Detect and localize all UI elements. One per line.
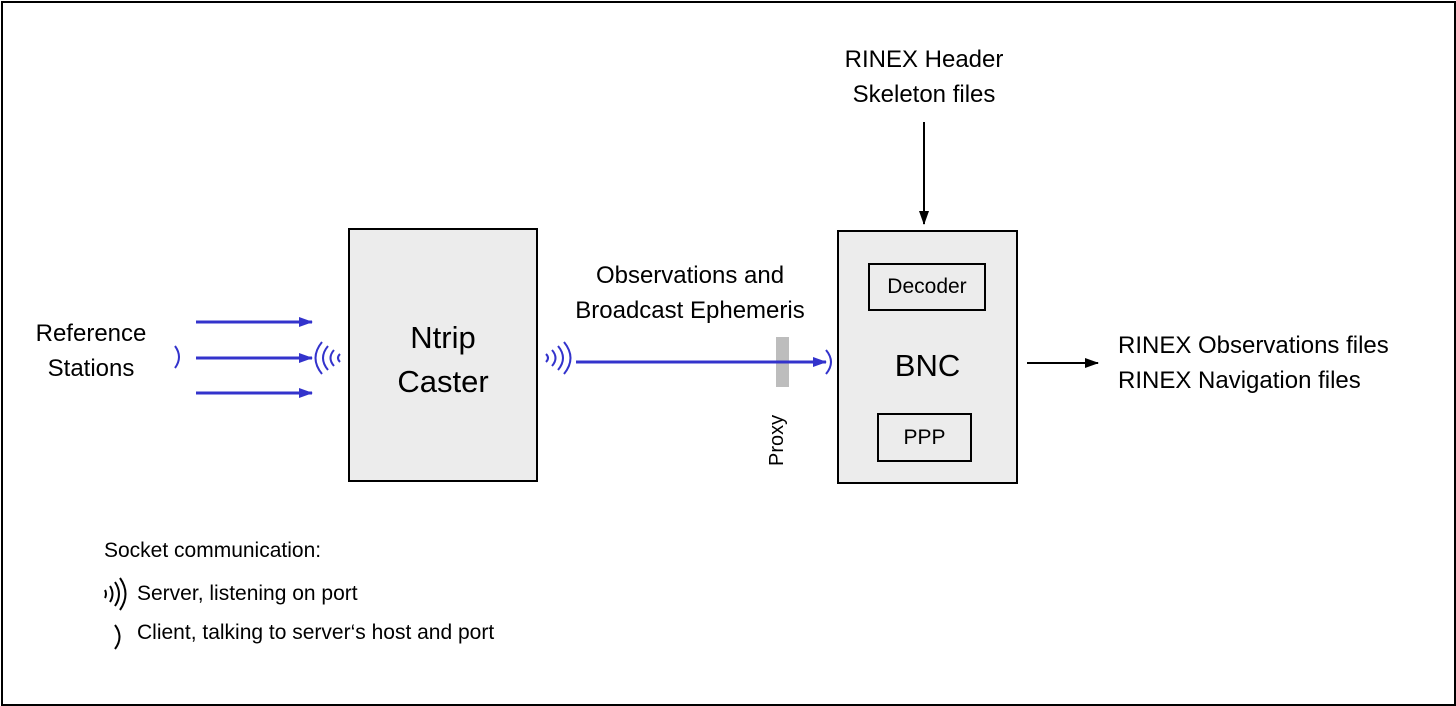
reference-stations-label: Reference Stations	[30, 316, 152, 386]
bnc-box: Decoder BNC PPP	[837, 230, 1018, 484]
legend-title: Socket communication:	[104, 539, 322, 562]
outputs-label: RINEX Observations files RINEX Navigatio…	[1118, 328, 1389, 398]
reference-stations-line-2: Stations	[47, 355, 135, 382]
header-files-line-1: RINEX Header	[844, 46, 1004, 73]
output-observations: RINEX Observations files	[1118, 332, 1389, 359]
decoder-box: Decoder	[868, 263, 986, 311]
header-files-label: RINEX Header Skeleton files	[830, 42, 1018, 112]
ntrip-caster-label: Ntrip Caster	[350, 316, 536, 404]
server-socket-icon	[314, 341, 341, 375]
ntrip-caster-box: Ntrip Caster	[348, 228, 538, 482]
bnc-title: BNC	[894, 348, 961, 383]
client-socket-icon	[174, 345, 180, 369]
ntrip-caster-line-2: Caster	[397, 364, 489, 399]
output-navigation: RINEX Navigation files	[1118, 367, 1361, 394]
client-socket-icon	[825, 349, 832, 375]
bnc-label: BNC	[839, 344, 1016, 388]
reference-stations-line-1: Reference	[35, 320, 147, 347]
server-socket-icon	[545, 341, 572, 375]
ntrip-caster-line-1: Ntrip	[410, 320, 476, 355]
legend-server-text: Server, listening on port	[137, 582, 358, 605]
decoder-label: Decoder	[887, 275, 967, 298]
ppp-label: PPP	[903, 425, 946, 449]
server-socket-icon	[104, 577, 127, 611]
stream-label-line-1: Observations and	[595, 262, 785, 289]
client-socket-icon	[114, 624, 121, 650]
header-files-line-2: Skeleton files	[852, 81, 996, 108]
legend-client-text: Client, talking to server‘s host and por…	[137, 621, 495, 644]
stream-label-line-2: Broadcast Ephemeris	[575, 297, 805, 324]
stream-label: Observations and Broadcast Ephemeris	[560, 258, 820, 328]
ppp-box: PPP	[877, 413, 972, 462]
